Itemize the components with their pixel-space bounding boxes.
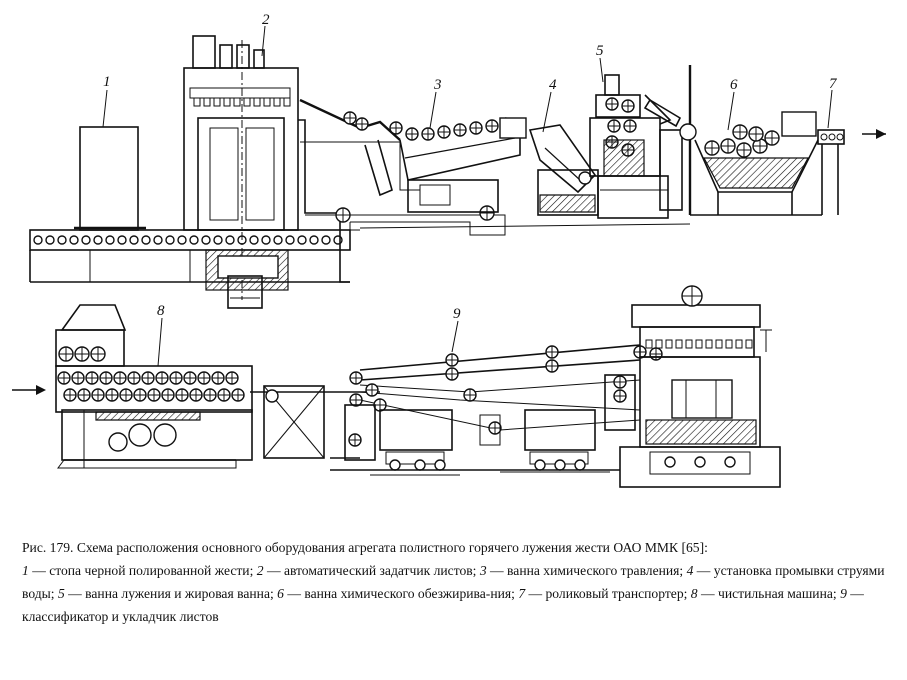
transfer-section — [263, 385, 325, 459]
label-8: 8 — [157, 303, 165, 319]
label-4: 4 — [549, 77, 557, 93]
conveyor-rollers — [33, 235, 343, 245]
legend-text: — автоматический задатчик листов; — [263, 563, 480, 578]
label-1: 1 — [103, 74, 111, 90]
legend-number: 4 — [686, 563, 694, 578]
label-3: 3 — [433, 77, 442, 93]
label-7: 7 — [829, 76, 838, 92]
sheet-stacker-press — [619, 285, 781, 488]
legend-text: — классификатор и укладчик листов — [22, 586, 864, 624]
label-9: 9 — [453, 306, 461, 322]
legend-text: — ванна химического травления; — [486, 563, 687, 578]
legend-number: 6 — [277, 586, 284, 601]
legend-number: 7 — [518, 586, 526, 601]
arrow-right-icon — [876, 129, 886, 139]
bottom-production-line: 8 9 — [12, 285, 781, 488]
legend-number: 9 — [840, 586, 847, 601]
arrow-right-icon — [36, 385, 46, 395]
legend-number: 3 — [479, 563, 487, 578]
sheet-stack — [79, 126, 139, 231]
automatic-sheet-feeder — [183, 35, 299, 309]
caption-title: Рис. 179. Схема расположения основного о… — [22, 540, 708, 555]
label-6: 6 — [730, 77, 738, 93]
label-5: 5 — [596, 43, 604, 59]
legend-text: — роликовый транспортер; — [525, 586, 691, 601]
equipment-layout-diagram: 1 2 3 4 5 6 7 — [12, 12, 886, 488]
classifier-and-stacker — [330, 344, 663, 476]
legend-text: — стопа черной полированной жести; — [28, 563, 257, 578]
roller-conveyor-output — [817, 129, 886, 215]
chemical-etching-bath — [299, 98, 527, 213]
legend-number: 1 — [22, 563, 29, 578]
top-production-line: 1 2 3 4 5 6 7 — [29, 12, 886, 309]
legend-number: 5 — [57, 586, 65, 601]
legend-number: 8 — [690, 586, 698, 601]
figure-caption: Рис. 179. Схема расположения основного о… — [22, 536, 892, 628]
tinning-bath — [589, 74, 683, 219]
chemical-degreasing-bath — [643, 65, 822, 216]
legend-text: — установка промывки струями воды; — [22, 563, 885, 601]
caption-legend: 1 — стопа черной полированной жести; 2 —… — [22, 559, 892, 628]
legend-number: 2 — [256, 563, 264, 578]
cleaning-machine — [55, 304, 253, 469]
legend-text: — ванна химического обезжирива-ния; — [283, 586, 519, 601]
legend-text: — чистильная машина; — [697, 586, 841, 601]
label-2: 2 — [262, 12, 270, 28]
legend-text: — ванна лужения и жировая ванна; — [64, 586, 278, 601]
water-spray-washer — [528, 124, 599, 216]
